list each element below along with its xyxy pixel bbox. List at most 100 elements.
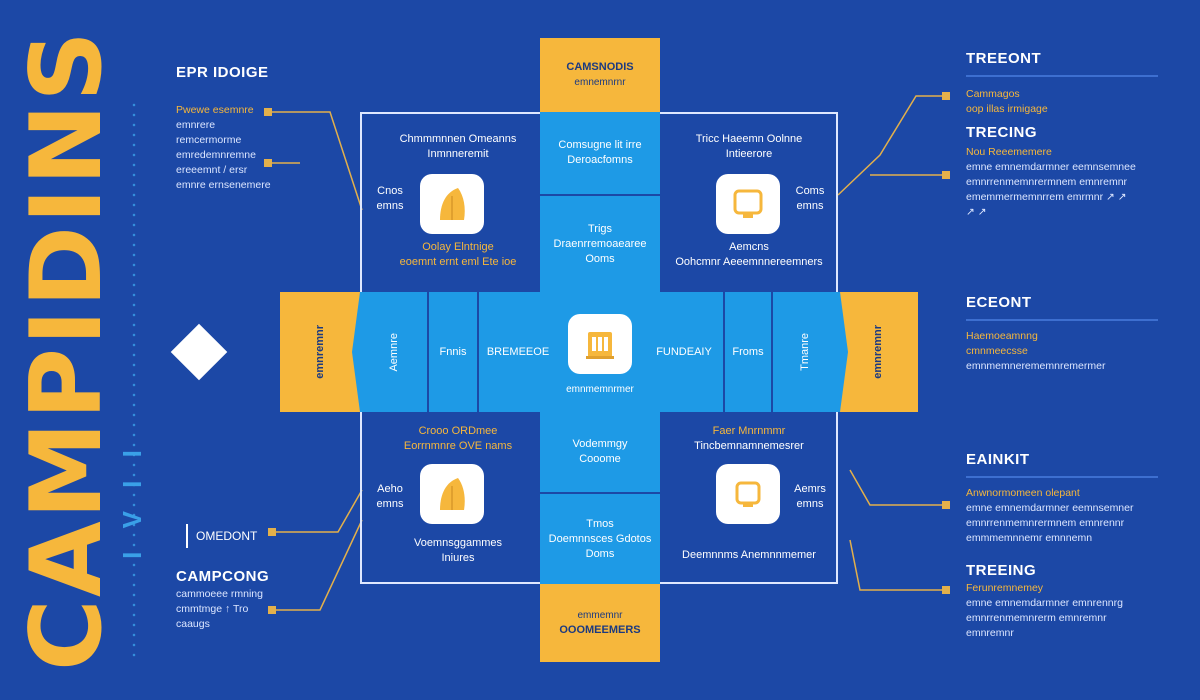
q-tl-foot: Oolay Elntnige eoemnt ernt eml Ete ioe [378,240,538,270]
right-s5-line-1: emne emnemdarmner emnrennrg [966,597,1123,609]
bottom-mid-1-line-2: Cooome [579,453,621,465]
right-s5-line-2: emnrrenmemnrerm emnremnr [966,612,1107,624]
right-s4-heading: EAINKIT [966,451,1030,468]
right-s2-line-2: emnrrenmemnrermnem emnremnr [966,176,1128,188]
q-tr-foot: Aemcns Oohcmnr Aeeemnnereemners [664,240,834,270]
q-tr-side-2: emns [796,200,824,212]
right-s4-sub: Anwnormomeen olepant [966,487,1080,499]
band-left-text: BREMEEOE [486,345,550,358]
bottom-gold-tab: emmemnr OOOMEEMERS [540,584,660,662]
q-tl-title-1: Chmmmnnen Omeanns [399,133,517,145]
band-col-6-text: Tmanre [798,333,811,371]
band-col-1: Aemnre [360,292,428,412]
right-section-5: TREEING Ferunremnemey emne emnemdarmner … [966,562,1158,641]
right-s3-rule [966,319,1158,321]
right-s3-sub2: cmnmeecsse [966,345,1028,357]
right-s3-heading: ECEONT [966,294,1032,311]
q-tr-title-2: Intieerore [725,148,773,160]
left-top-line-4: emnre ernsenemere [176,179,271,191]
left-gold-tab: emnremnr [280,292,360,412]
right-s1-line-2: oop illas irmigage [966,103,1048,115]
q-br-side-2: emns [796,498,824,510]
band-right-text: FUNDEAIY [656,345,712,358]
band-col-2: Fnnis [428,292,478,412]
device-icon [716,464,780,524]
right-section-1: TREEONT Cammagos oop illas irmigage [966,50,1158,117]
top-mid-cell-1: Comsugne lit irre Deroacfomns [540,112,660,196]
q-br-foot: Deemnnms Anemnnmemer [664,548,834,563]
q-br-title: Faer Mnrnmmr Tincbemnamnemesrer [664,424,834,454]
top-tab-line-2: emnemnrnr [574,77,626,88]
right-s3-line-1: emnmemnerememnremermer [966,360,1106,372]
right-s4-rule [966,476,1158,478]
q-tr-title: Tricc Haeemn Oolnne Intieerore [664,132,834,162]
band-right-label: FUNDEAIY [646,292,722,412]
left-top-section: EPR IDOIGE Pwewe esemnre emnrere remcerm… [176,64,276,193]
q-br-side-1: Aemrs [794,483,826,495]
shield-icon-2 [420,464,484,524]
left-bottom-section: CAMPCONG cammoeee rmning cmmtmge ↑ Tro c… [176,568,276,632]
q-tl-side-1: Cnos [377,185,403,197]
bottom-mid-2-line-1: Tmos [586,517,614,530]
q-tr-side: Coms emns [788,184,832,214]
q-bl-title: Crooo ORDmee Eorrnmnre OVE nams [378,424,538,454]
right-s1-rule [966,75,1158,77]
right-tab-text: emnremnr [871,325,884,379]
top-mid-1-line-1: Comsugne lit irre [558,139,642,151]
right-s2-line-1: emne emnemdarmner eemnsemnee [966,161,1136,173]
left-bottom-heading: CAMPCONG [176,568,270,585]
left-bottom-tag: OMEDONT [186,524,266,548]
top-tab-line-1: CAMSNODIS [566,61,634,73]
q-tl-title: Chmmmnnen Omeanns Inmnneremit [378,132,538,162]
q-tl-side: Cnos emns [368,184,412,214]
band-col-2-text: Fnnis [439,345,467,358]
right-s2-heading: TRECING [966,124,1037,141]
band-col-5-text: Froms [732,345,764,358]
left-top-line-1: emnrere remcermorme [176,119,242,146]
q-bl-side-2: emns [376,498,404,510]
right-s1-heading: TREEONT [966,50,1042,67]
q-tr-foot-2: Oohcmnr Aeeemnnereemners [675,256,823,268]
q-bl-title-2: Eorrnmnre OVE nams [403,440,513,452]
q-tr-foot-1: Aemcns [729,241,769,253]
left-bottom-line-3: caaugs [176,618,210,630]
hub-building-icon [568,314,632,374]
q-tl-title-2: Inmnneremit [427,148,489,160]
q-bl-title-1: Crooo ORDmee [418,425,498,437]
right-s2-line-4: ↗ ↗ [966,206,987,218]
q-bl-foot-1: Voemnsggammes [413,537,503,549]
q-bl-side-1: Aeho [377,483,403,495]
top-mid-1-line-2: Deroacfomns [567,154,633,166]
q-bl-side: Aeho emns [368,482,412,512]
q-br-title-2: Tincbemnamnemesrer [694,440,804,452]
left-bottom-line-2: cmmtmge ↑ Tro [176,603,249,615]
right-gold-tab: emnremnr [838,292,918,412]
q-tr-side-1: Coms [795,185,825,197]
q-tl-side-2: emns [376,200,404,212]
q-bl-foot-2: Iniures [441,552,475,564]
left-top-subtitle: Pwewe esemnre [176,104,254,116]
shield-icon [420,174,484,234]
right-s4-line-3: emmmemnnemr emnnemn [966,532,1093,544]
band-col-1-text: Aemnre [387,332,400,372]
bottom-mid-cell-2: Tmos Doemnnsces Gdotos Doms [540,494,660,584]
top-mid-2-line-1: Trigs [587,222,613,235]
right-s4-line-1: emne emnemdarmner eemnsemner [966,502,1134,514]
bottom-tab-line-2: OOOMEEMERS [559,624,641,636]
band-left-label: BREMEEOE [480,292,556,412]
bottom-mid-cell-1: Vodemmgy Cooome [540,412,660,494]
right-s4-line-2: emnrrenmemnrermnem emnrennr [966,517,1125,529]
right-s2-line-3: ememmermemnrrem emrmnr ↗ ↗ [966,191,1127,203]
left-top-line-2: emredemnremne [176,149,256,161]
left-tab-text: emnremnr [313,325,326,379]
right-section-3: ECEONT Haemoeamnng cmnmeecsse emnmemnere… [966,294,1158,374]
top-gold-tab: CAMSNODIS emnemnrnr [540,38,660,112]
bottom-mid-1-line-1: Vodemmgy [572,438,628,450]
dotted-divider [132,100,136,660]
q-bl-foot: Voemnsggammes Iniures [378,536,538,566]
band-col-5: Froms [724,292,772,412]
right-section-2: TRECING Nou Reeememere emne emnemdarmner… [966,124,1158,220]
q-br-title-1: Faer Mnrnmmr [712,425,786,437]
right-s5-line-3: emnremnr [966,627,1014,639]
